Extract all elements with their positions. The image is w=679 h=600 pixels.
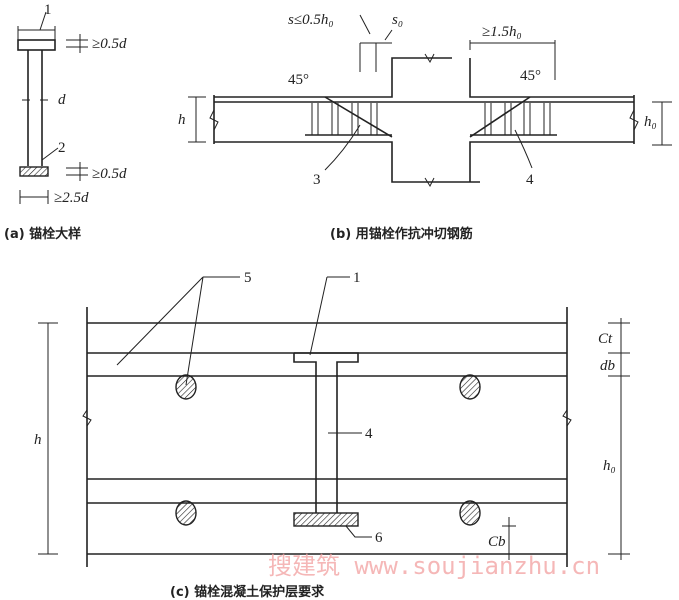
dim-head-thickness: ≥0.5d [92, 36, 127, 52]
caption-b: (b) 用锚栓作抗冲切钢筋 [330, 226, 473, 242]
dim-effective-depth: h₀ [644, 114, 657, 130]
angle-left: 45° [288, 72, 309, 88]
slab-top-left [214, 57, 634, 98]
bolt-shank [27, 50, 43, 166]
panel-c-cover-requirements: 5 1 4 6 h Ct db h₀ Cb 搜建筑 www.soujianzhu… [34, 270, 630, 600]
caption-a: (a) 锚栓大样 [4, 226, 81, 242]
dim-first-stud-spacing: s₀ [392, 12, 403, 28]
label-4-c: 4 [365, 426, 373, 442]
watermark: 搜建筑 www.soujianzhu.cn [268, 552, 600, 580]
dim-slab-depth: h [178, 112, 186, 128]
dim-head-depth: db [600, 358, 616, 374]
panel-a-bolt-detail: 1 2 ≥0.5d d ≥0.5d ≥2.5d (a) 锚栓大样 [4, 2, 127, 242]
dim-slab-depth-c: h [34, 432, 42, 448]
bolt-head [17, 39, 56, 51]
dim-bottom-cover: Cb [488, 534, 506, 550]
label-1-c: 1 [353, 270, 361, 286]
slab-bottom [214, 141, 634, 183]
bolt-base-plate [19, 166, 49, 177]
slab-edges [86, 307, 568, 567]
studs-left [311, 103, 378, 135]
studs-right [484, 103, 551, 135]
dim-shank-diameter: d [58, 92, 66, 108]
dim-extent: ≥1.5h₀ [482, 24, 522, 40]
rebar-sections [175, 374, 481, 526]
caption-c: (c) 锚栓混凝土保护层要求 [170, 584, 325, 600]
anchor-bolt [293, 352, 359, 513]
dim-plate-thickness: ≥0.5d [92, 166, 127, 182]
label-1: 1 [44, 2, 52, 18]
label-3: 3 [313, 172, 321, 188]
dim-plate-width: ≥2.5d [54, 190, 89, 206]
panel-b-punching-shear: s≤0.5h₀ s₀ ≥1.5h₀ 45° 45° h h₀ 3 4 (b) 用… [178, 12, 672, 242]
label-4: 4 [526, 172, 534, 188]
angle-right: 45° [520, 68, 541, 84]
label-2: 2 [58, 140, 66, 156]
shear-cone-line-right [469, 96, 531, 138]
shear-cone-line-left [324, 96, 393, 138]
dim-stud-spacing: s≤0.5h₀ [288, 12, 334, 28]
label-6: 6 [375, 530, 383, 546]
dim-effective-depth-c: h₀ [603, 458, 616, 474]
label-5: 5 [244, 270, 252, 286]
anchor-base-plate [293, 512, 359, 527]
dim-top-cover: Ct [598, 331, 613, 347]
